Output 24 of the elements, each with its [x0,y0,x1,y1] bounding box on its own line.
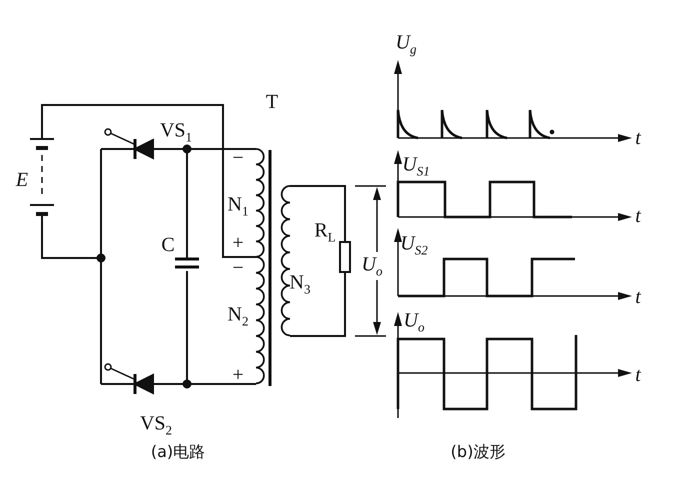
axis-label: U$_{S1}$ [402,154,430,178]
axis-label: U$_{g}$ [396,32,416,56]
polarity-sign: − [232,258,244,278]
component-label: VS$_{1}$ [160,120,192,144]
component-label: E [16,170,28,190]
polarity-sign: + [232,233,244,253]
component-label: VS$_{2}$ [140,414,172,436]
polarity-sign: − [232,148,244,168]
axis-label: t [635,206,641,226]
caption: (a)电路 [150,444,206,460]
axis-label: U$_{o}$ [404,310,424,334]
component-label: N$_{2}$ [228,304,248,328]
dimension-label: U$_{o}$ [362,254,382,278]
component-label: N$_{1}$ [228,194,248,218]
axis-label: t [635,365,641,385]
component-label: R$_{L}$ [314,220,336,244]
component-label: T [266,92,278,112]
axis-label: t [635,128,641,148]
caption: (b)波形 [450,444,506,460]
axis-label: U$_{S2}$ [400,234,428,256]
axis-label: t [635,287,641,307]
component-label: C [161,235,175,255]
component-label: N$_{3}$ [290,272,310,296]
polarity-sign: + [232,365,244,385]
